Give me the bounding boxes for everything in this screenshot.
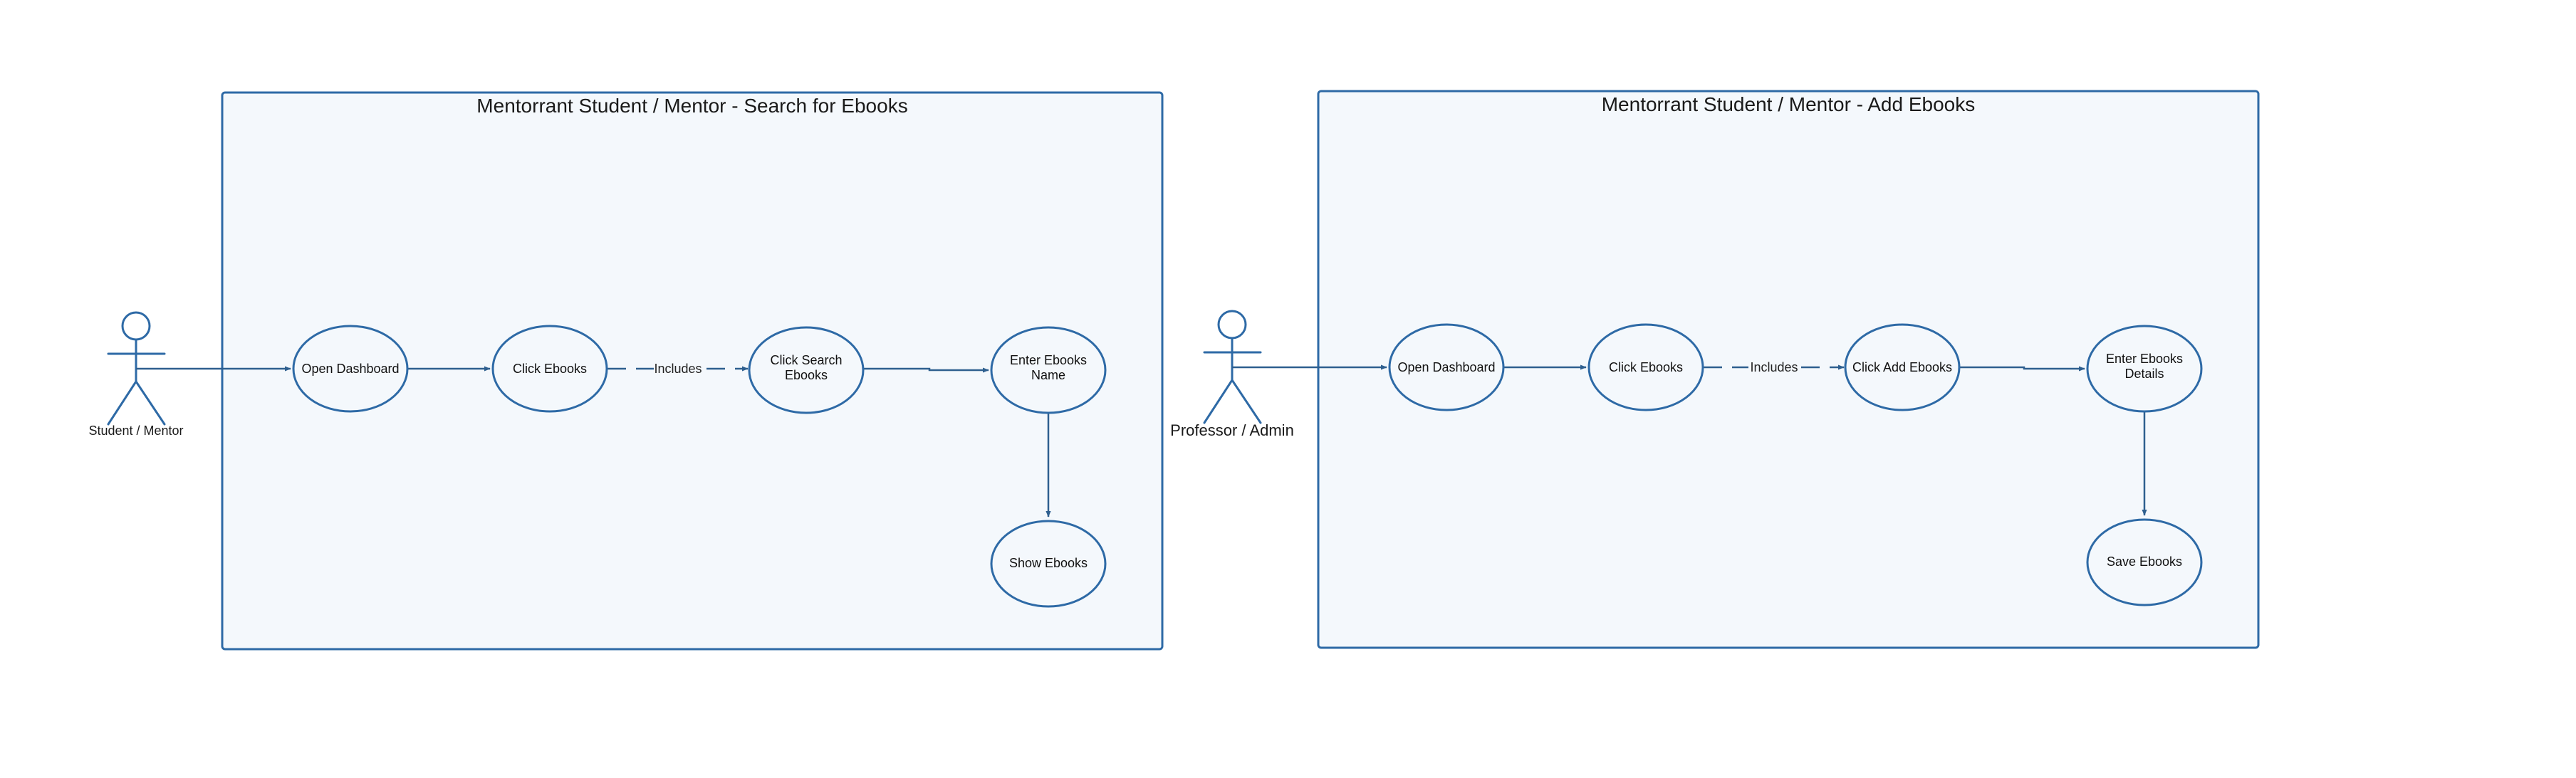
use-case-save-ebooks[interactable]: Save Ebooks (2086, 518, 2203, 606)
use-case-label-line-2: Details (2124, 367, 2164, 381)
system-boundary-add-ebooks (1317, 90, 2260, 649)
use-case-ellipse (1844, 323, 1961, 411)
use-case-ellipse (292, 325, 409, 413)
use-case-enter-ebooks-name[interactable]: Enter Ebooks Name (990, 326, 1107, 414)
actor-head (1217, 310, 1247, 340)
use-case-label-line-1: Enter Ebooks (1010, 353, 1087, 367)
diagram-add-ebooks: Mentorrant Student / Mentor - Add Ebooks… (1170, 90, 2260, 649)
includes-label: Includes (1750, 360, 1798, 374)
use-case-enter-ebooks-details[interactable]: Enter Ebooks Details (2086, 325, 2203, 413)
diagram-search-ebooks: Mentorrant Student / Mentor - Search for… (88, 91, 1164, 651)
actor-professor-admin[interactable] (1203, 310, 1262, 424)
actor-right-leg (135, 380, 166, 426)
use-case-ellipse (2086, 518, 2203, 606)
includes-label: Includes (654, 362, 702, 376)
use-case-label: Open Dashboard (301, 362, 399, 376)
actor-left-leg (107, 380, 137, 426)
use-case-ellipse (491, 325, 608, 413)
use-case-click-add-ebooks[interactable]: Click Add Ebooks (1844, 323, 1961, 411)
flow-click-search-enter-name (864, 367, 989, 373)
use-case-click-ebooks[interactable]: Click Ebooks (1587, 323, 1704, 411)
use-case-ellipse (1587, 323, 1704, 411)
use-case-label: Save Ebooks (2107, 554, 2182, 569)
use-case-label: Click Add Ebooks (1852, 360, 1952, 374)
system-boundary-title: Mentorrant Student / Mentor - Add Ebooks (1602, 93, 1976, 115)
use-case-label-line-1: Enter Ebooks (2106, 352, 2183, 366)
actor-right-leg (1231, 379, 1262, 424)
use-case-label: Click Ebooks (513, 362, 587, 376)
actor-label: Professor / Admin (1170, 421, 1294, 439)
use-case-ellipse (748, 326, 865, 414)
use-case-show-ebooks[interactable]: Show Ebooks (990, 520, 1107, 608)
system-boundary-search-ebooks (221, 91, 1164, 651)
flow-click-add-enter-details (1960, 366, 2085, 372)
use-case-label-line-1: Click Search (770, 353, 842, 367)
actor-student-mentor[interactable] (107, 311, 166, 426)
use-case-click-ebooks[interactable]: Click Ebooks (491, 325, 608, 413)
system-boundary-title: Mentorrant Student / Mentor - Search for… (476, 95, 907, 117)
use-case-ellipse (2086, 325, 2203, 413)
use-case-label-line-2: Ebooks (785, 368, 828, 382)
use-case-label-line-2: Name (1031, 368, 1065, 382)
use-case-open-dashboard[interactable]: Open Dashboard (292, 325, 409, 413)
use-case-label: Show Ebooks (1009, 556, 1088, 570)
use-case-label: Click Ebooks (1609, 360, 1683, 374)
use-case-label: Open Dashboard (1397, 360, 1495, 374)
use-case-ellipse (990, 520, 1107, 608)
use-case-click-search-ebooks[interactable]: Click Search Ebooks (748, 326, 865, 414)
use-case-open-dashboard[interactable]: Open Dashboard (1388, 323, 1505, 411)
actor-head (121, 311, 151, 341)
actor-label: Student / Mentor (88, 424, 183, 438)
use-case-ellipse (990, 326, 1107, 414)
actor-left-leg (1203, 379, 1234, 424)
use-case-ellipse (1388, 323, 1505, 411)
